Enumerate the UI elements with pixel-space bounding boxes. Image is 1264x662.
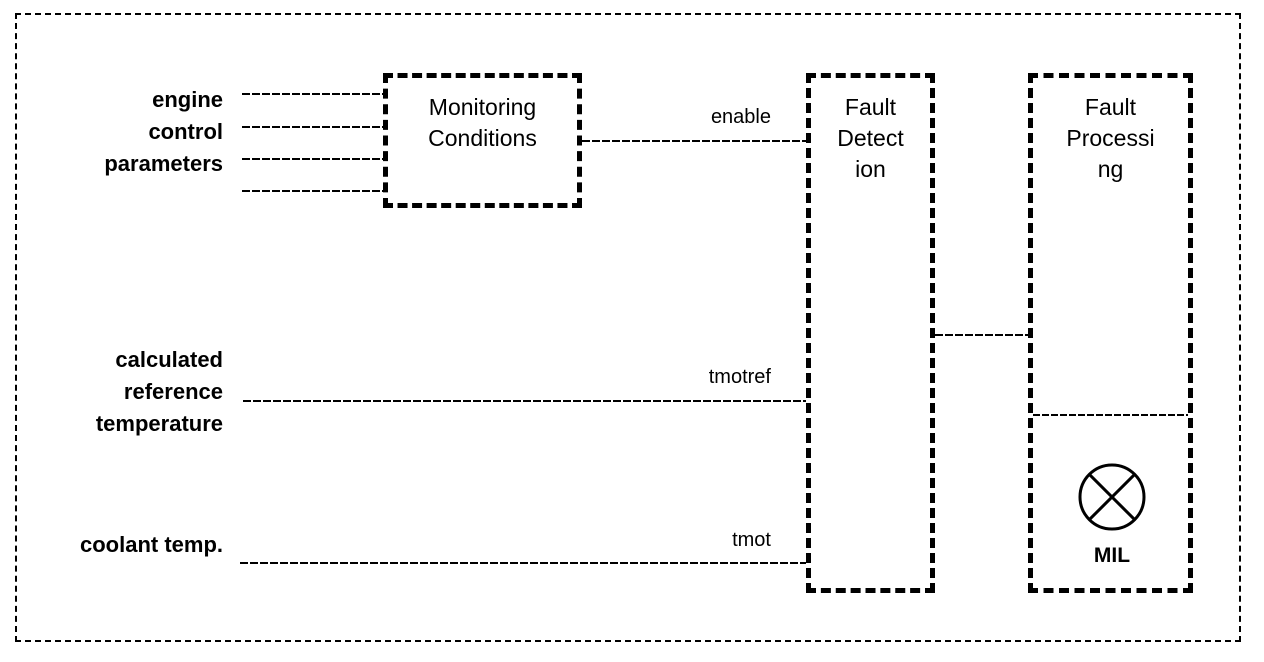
coolant-temp-label: coolant temp.	[79, 532, 223, 557]
detection-to-processing-line	[935, 334, 1028, 336]
fault-detection-block: Fault Detect ion	[806, 73, 935, 593]
engine-params-label: engine control parameters	[40, 84, 223, 180]
monitoring-title-line-1: Monitoring	[428, 94, 537, 120]
monitoring-title-line-2: Conditions	[428, 125, 537, 151]
input-line-2	[242, 126, 383, 128]
input-line-4	[242, 190, 383, 192]
fault-detection-title-line-3: ion	[855, 156, 886, 182]
calc-ref-line-3: temperature	[95, 411, 223, 436]
enable-label: enable	[710, 106, 771, 128]
fault-detection-title-line-1: Fault	[844, 94, 897, 120]
engine-params-line-2: control	[148, 119, 223, 144]
monitoring-conditions-block: Monitoring Conditions	[383, 73, 582, 208]
tmotref-line	[243, 400, 806, 402]
mil-section-divider	[1033, 414, 1188, 416]
mil-lamp-icon	[1078, 463, 1146, 531]
fault-processing-title-line-1: Fault	[1084, 94, 1137, 120]
enable-line	[582, 140, 806, 142]
diagram-frame	[15, 13, 1241, 642]
fault-processing-title-line-3: ng	[1097, 156, 1124, 182]
mil-label: MIL	[1093, 544, 1131, 567]
calculated-ref-temp-label: calculated reference temperature	[40, 344, 223, 440]
engine-params-line-1: engine	[152, 87, 223, 112]
engine-params-line-3: parameters	[104, 151, 223, 176]
input-line-3	[242, 158, 383, 160]
tmot-line	[240, 562, 806, 564]
tmotref-label: tmotref	[708, 366, 771, 388]
fault-processing-title-line-2: Processi	[1066, 125, 1155, 151]
calc-ref-line-1: calculated	[115, 347, 223, 372]
tmot-label: tmot	[732, 529, 771, 551]
fault-detection-title-line-2: Detect	[837, 125, 904, 151]
calc-ref-line-2: reference	[123, 379, 223, 404]
fault-processing-block: Fault Processi ng	[1028, 73, 1193, 593]
input-line-1	[242, 93, 383, 95]
